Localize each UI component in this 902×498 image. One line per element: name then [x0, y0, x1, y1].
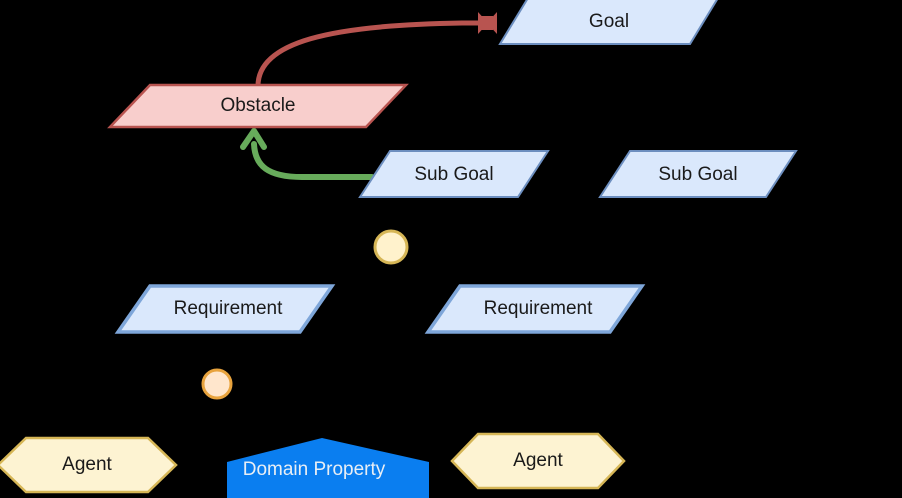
node-refinement-lower[interactable] — [201, 368, 233, 400]
node-agent-left[interactable]: Agent — [0, 436, 178, 494]
subgoal-right-shape — [598, 150, 798, 198]
refinement-lower-shape — [201, 368, 233, 400]
node-requirement-right[interactable]: Requirement — [424, 284, 646, 334]
node-requirement-left[interactable]: Requirement — [114, 284, 336, 334]
edge-resolution-link[interactable] — [240, 128, 375, 180]
node-agent-right[interactable]: Agent — [450, 432, 626, 490]
resolution-arrowhead-icon — [240, 128, 267, 150]
subgoal-left-shape — [358, 150, 550, 198]
node-subgoal-right[interactable]: Sub Goal — [598, 150, 798, 198]
agent-right-shape — [450, 432, 626, 490]
node-layer: Goal Obstacle Sub Goal Sub Goal — [0, 0, 798, 498]
node-subgoal-left[interactable]: Sub Goal — [358, 150, 550, 198]
requirement-right-shape — [424, 284, 646, 334]
edge-obstruction-link[interactable] — [255, 12, 497, 89]
obstacle-shape — [107, 83, 409, 129]
node-domain-property[interactable]: Domain Property — [227, 438, 429, 498]
agent-left-shape — [0, 436, 178, 494]
requirement-left-shape — [114, 284, 336, 334]
node-goal[interactable]: Goal — [498, 0, 718, 45]
domain-property-shape — [227, 438, 429, 498]
node-refinement-upper[interactable] — [373, 229, 409, 265]
resolution-link-path — [251, 141, 375, 180]
edge-layer — [240, 12, 497, 180]
refinement-upper-shape — [373, 229, 409, 265]
goal-shape — [498, 0, 718, 45]
obstruction-link-path — [255, 20, 484, 89]
obstruction-x-icon — [478, 12, 497, 34]
node-obstacle[interactable]: Obstacle — [107, 83, 409, 129]
